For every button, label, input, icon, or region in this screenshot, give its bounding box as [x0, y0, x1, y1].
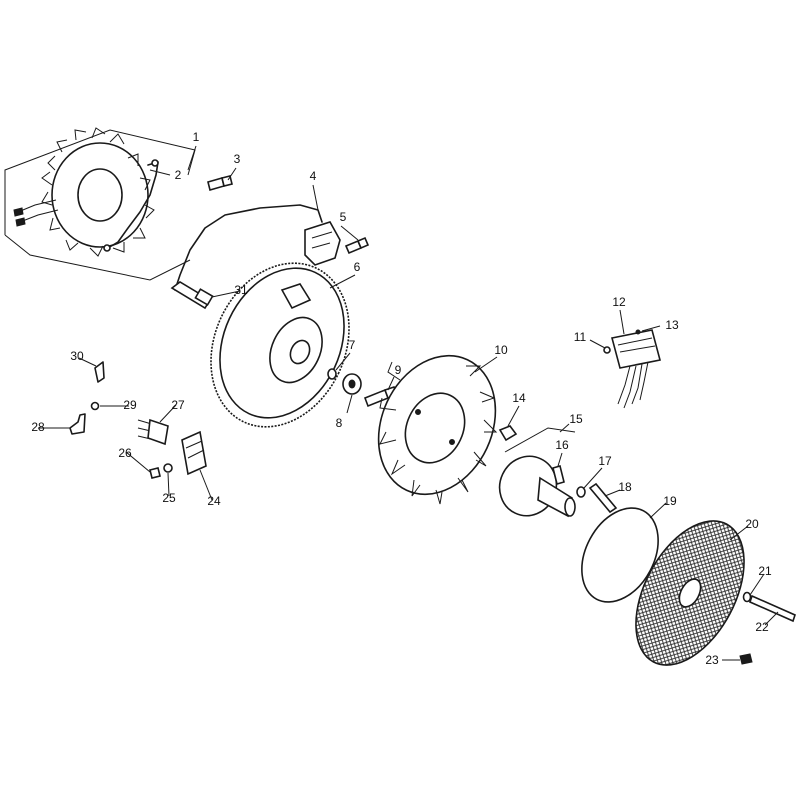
bracket-part-28 — [69, 413, 86, 435]
callout-31: 31 — [234, 283, 248, 297]
callout-30: 30 — [70, 349, 84, 363]
callout-6: 6 — [354, 260, 361, 274]
callout-14: 14 — [512, 391, 526, 405]
callout-26: 26 — [118, 446, 132, 460]
regulator-fins — [617, 337, 656, 353]
callout-19: 19 — [663, 494, 677, 508]
cooling-fan — [377, 354, 498, 505]
screw-part-26 — [149, 467, 161, 479]
callout-17: 17 — [598, 454, 612, 468]
stator-assembly — [4, 127, 196, 281]
callout-7: 7 — [349, 338, 356, 352]
regulator-part-24 — [181, 430, 207, 476]
flywheel-bore — [289, 339, 311, 365]
set-screw — [739, 653, 753, 665]
stator-group-bracket — [4, 129, 196, 281]
screw-part-5 — [344, 236, 370, 255]
flywheel-key — [327, 368, 337, 380]
screen-center-hole — [678, 578, 702, 608]
callout-23: 23 — [705, 653, 719, 667]
regulator-wires — [617, 361, 649, 409]
small-washer — [576, 486, 586, 498]
callout-4: 4 — [310, 169, 317, 183]
ignition-module — [174, 204, 341, 291]
callout-20: 20 — [745, 517, 759, 531]
callout-22: 22 — [755, 620, 769, 634]
ground-strap-eyelet — [151, 159, 159, 167]
callout-labels: 1 2 3 4 5 6 7 8 9 10 11 12 13 14 15 16 1… — [31, 130, 772, 667]
callout-18: 18 — [618, 480, 632, 494]
screw-part-3 — [207, 175, 233, 191]
hub-shaft-end — [564, 497, 576, 517]
callout-9: 9 — [395, 363, 402, 377]
callout-13: 13 — [665, 318, 679, 332]
fan-blades — [379, 361, 498, 505]
regulator-screw-13 — [635, 329, 641, 335]
fan-hole — [415, 409, 421, 415]
regulator-assembly — [603, 329, 661, 409]
hub-flange — [498, 455, 558, 517]
callout-10: 10 — [494, 343, 508, 357]
fan-hole-2 — [449, 439, 455, 445]
callout-11: 11 — [574, 330, 587, 344]
callout-24: 24 — [207, 494, 221, 508]
leader-lines — [38, 145, 779, 661]
connector-part-27 — [137, 418, 169, 446]
callout-28: 28 — [31, 420, 45, 434]
ignition-coil-body — [304, 221, 341, 266]
washer-part-25 — [163, 463, 173, 473]
stator-center-bore — [77, 168, 123, 222]
callout-21: 21 — [758, 564, 772, 578]
callout-12: 12 — [612, 295, 626, 309]
ignition-lead-wire — [174, 204, 323, 291]
callout-27: 27 — [171, 398, 185, 412]
stator-lead-wires — [17, 199, 59, 223]
callout-8: 8 — [336, 416, 343, 430]
ground-strap-eyelet-lower — [103, 244, 111, 252]
screen-washer — [742, 591, 752, 603]
flywheel-washer — [342, 373, 362, 395]
nut-part-29 — [90, 401, 100, 411]
callout-25: 25 — [162, 491, 176, 505]
rotating-screen — [635, 520, 745, 666]
hub-group-bracket — [504, 427, 576, 453]
flywheel-magnet — [280, 283, 312, 310]
hub-screw — [552, 465, 565, 485]
spacer-pin — [588, 482, 618, 514]
callout-5: 5 — [340, 210, 347, 224]
callout-2: 2 — [175, 168, 182, 182]
callout-29: 29 — [123, 398, 137, 412]
callout-15: 15 — [569, 412, 583, 426]
screen-bolt — [749, 594, 796, 623]
callout-16: 16 — [555, 438, 569, 452]
callout-3: 3 — [234, 152, 241, 166]
stator-lead-terminals — [13, 207, 26, 227]
regulator-screw-11 — [603, 346, 611, 354]
fan-hub-assembly — [498, 427, 576, 518]
bracket-part-30 — [94, 361, 105, 383]
flywheel — [210, 262, 350, 428]
fan-nut — [498, 425, 518, 442]
ignition-coil-detail — [311, 231, 333, 249]
callout-1: 1 — [193, 130, 200, 144]
spark-plug-boot — [170, 281, 214, 310]
stator-windings — [41, 127, 155, 257]
